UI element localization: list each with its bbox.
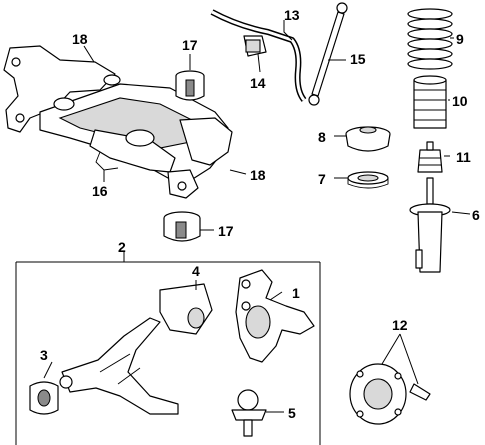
callout-16: 16 [92,183,108,199]
callout-5: 5 [288,405,296,421]
callout-11: 11 [456,149,471,165]
coil-spring [407,8,453,70]
callout-14: 14 [250,75,266,91]
callout-9: 9 [456,31,464,47]
callout-17-top: 17 [182,37,198,53]
callout-12: 12 [392,317,408,333]
stabilizer-bar [210,9,307,102]
ball-joint [231,389,267,437]
callout-6: 6 [472,207,480,223]
hub-bearing [349,363,431,425]
callout-2: 2 [118,239,126,255]
callout-10: 10 [452,93,468,109]
mount-lower [163,211,201,242]
callout-1: 1 [292,285,300,301]
callout-17-bottom: 17 [218,223,234,239]
callout-8: 8 [318,129,326,145]
strut-assembly [409,177,451,273]
callout-labels: 18 17 13 14 15 9 10 11 8 7 6 18 16 17 2 … [40,7,480,421]
callout-7: 7 [318,171,326,187]
mount-upper [175,70,205,101]
callout-13: 13 [284,7,300,23]
leader-lines [43,20,471,413]
subframe-crossmember [3,45,233,199]
callout-18-right: 18 [250,167,266,183]
bump-stop [417,141,443,173]
callout-4: 4 [192,263,200,279]
strut-mount [345,126,391,152]
steering-knuckle [235,269,315,363]
callout-18-top: 18 [72,31,88,47]
dust-boot [413,75,447,129]
callout-3: 3 [40,347,48,363]
strut-bearing [347,171,389,189]
control-arm-group [15,261,321,445]
stabilizer-link [308,2,348,106]
callout-15: 15 [350,51,366,67]
